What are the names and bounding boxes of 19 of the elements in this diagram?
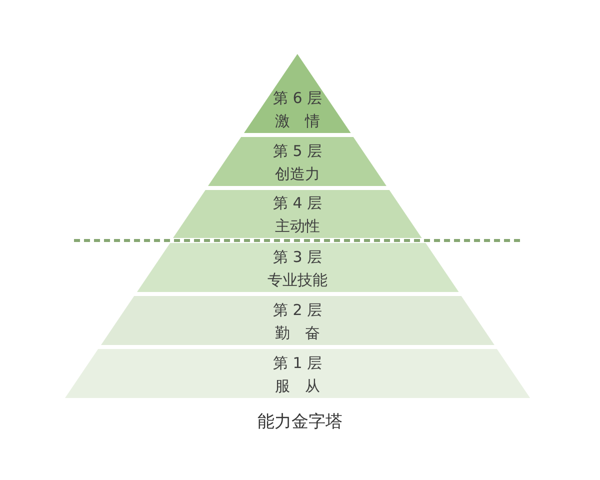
pyramid-top-triangle [244,54,351,133]
pyramid-layer [136,243,458,292]
layer-label: 专业技能 [267,271,328,289]
pyramid-layer [173,190,422,238]
layer-label: 创造力 [274,165,320,183]
layer-label: 主动性 [274,217,320,235]
layer-label: 激 情 [274,112,320,130]
layer-heading: 第 4 层 [272,194,322,212]
layer-label: 勤 奋 [274,324,320,342]
pyramid-layer [100,296,494,345]
layer-heading: 第 3 层 [272,248,322,266]
caption: 能力金字塔 [258,412,342,432]
layer-heading: 第 6 层 [272,89,322,107]
layer-label: 服 从 [274,377,320,395]
pyramid-layer [64,349,530,398]
layer-heading: 第 5 层 [272,142,322,160]
layer-heading: 第 1 层 [272,354,322,372]
layer-heading: 第 2 层 [272,301,322,319]
pyramid-layer [208,137,387,186]
